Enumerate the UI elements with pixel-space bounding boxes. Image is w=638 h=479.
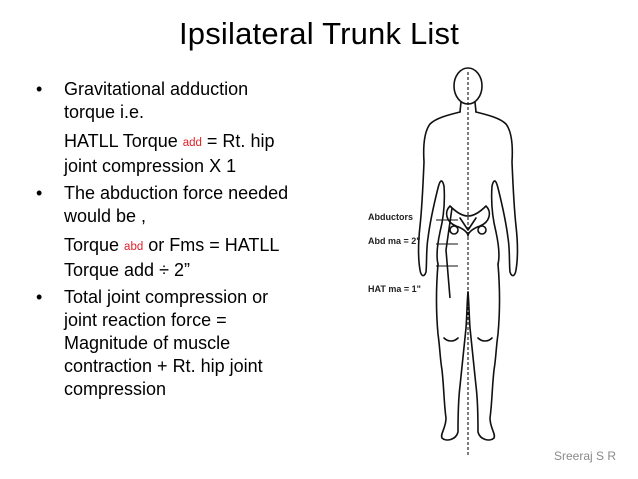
bullet3-line5: compression [64, 379, 167, 399]
left-hip-joint [449, 225, 459, 235]
bullet2-line2: would be , [64, 206, 147, 226]
subscript-abd: abd [124, 241, 144, 253]
right-hip-joint [477, 225, 487, 235]
knee-lines [443, 337, 493, 342]
bullet2-line3-post: or Fms = HATLL [143, 235, 280, 255]
bullet-item-2: • The abduction force needed would be , … [36, 182, 326, 282]
right-leg-outline [467, 263, 501, 441]
abductor-force-line [445, 207, 453, 299]
subscript-add: add [182, 137, 202, 149]
bullet1-line3-pre: HATLL Torque [64, 131, 183, 151]
label-abductors: Abductors [368, 212, 413, 222]
slide-title: Ipsilateral Trunk List [178, 16, 460, 51]
bullet1-line3: HATLL Torque add = Rt. hip [64, 130, 326, 155]
bullet-dot: • [36, 183, 43, 203]
bullet2-line3-pre: Torque [64, 235, 125, 255]
bullet1-line3-post: = Rt. hip [201, 131, 275, 151]
bullet-item-1: • Gravitational adduction torque i.e. HA… [36, 78, 326, 178]
right-arm-outline [475, 111, 519, 277]
bullet3-line3: Magnitude of muscle [64, 333, 231, 353]
bullet3-line1: Total joint compression or [64, 287, 269, 307]
author-credit: Sreeraj S R [553, 449, 616, 463]
bullet2-line4: Torque add ÷ 2” [64, 260, 190, 280]
pelvis-outline [445, 205, 491, 237]
left-arm-outline [417, 111, 461, 277]
body-outline-illustration [417, 67, 519, 456]
bullet2-line1: The abduction force needed [64, 183, 289, 203]
bullet-dot: • [36, 79, 43, 99]
bullet3-line2: joint reaction force = [64, 310, 227, 330]
moment-arm-leaders [436, 219, 458, 267]
bullet1-line4: joint compression X 1 [64, 156, 237, 176]
bullet2-line3: Torque abd or Fms = HATLL [64, 234, 326, 259]
neck-outline [459, 101, 477, 113]
bullet-item-3: • Total joint compression or joint react… [36, 286, 326, 401]
label-abd-ma: Abd ma = 2" [368, 236, 421, 246]
bullet1-line1: Gravitational adduction [64, 79, 249, 99]
bullet1-line2: torque i.e. [64, 102, 145, 122]
body-figure: Abductors Abd ma = 2" HAT ma = 1" [360, 66, 550, 466]
label-hat-ma: HAT ma = 1" [368, 284, 421, 294]
bullet-dot: • [36, 287, 43, 307]
left-leg-outline [435, 263, 469, 441]
bullet-list: • Gravitational adduction torque i.e. HA… [36, 78, 326, 405]
bullet3-line4: contraction + Rt. hip joint [64, 356, 263, 376]
